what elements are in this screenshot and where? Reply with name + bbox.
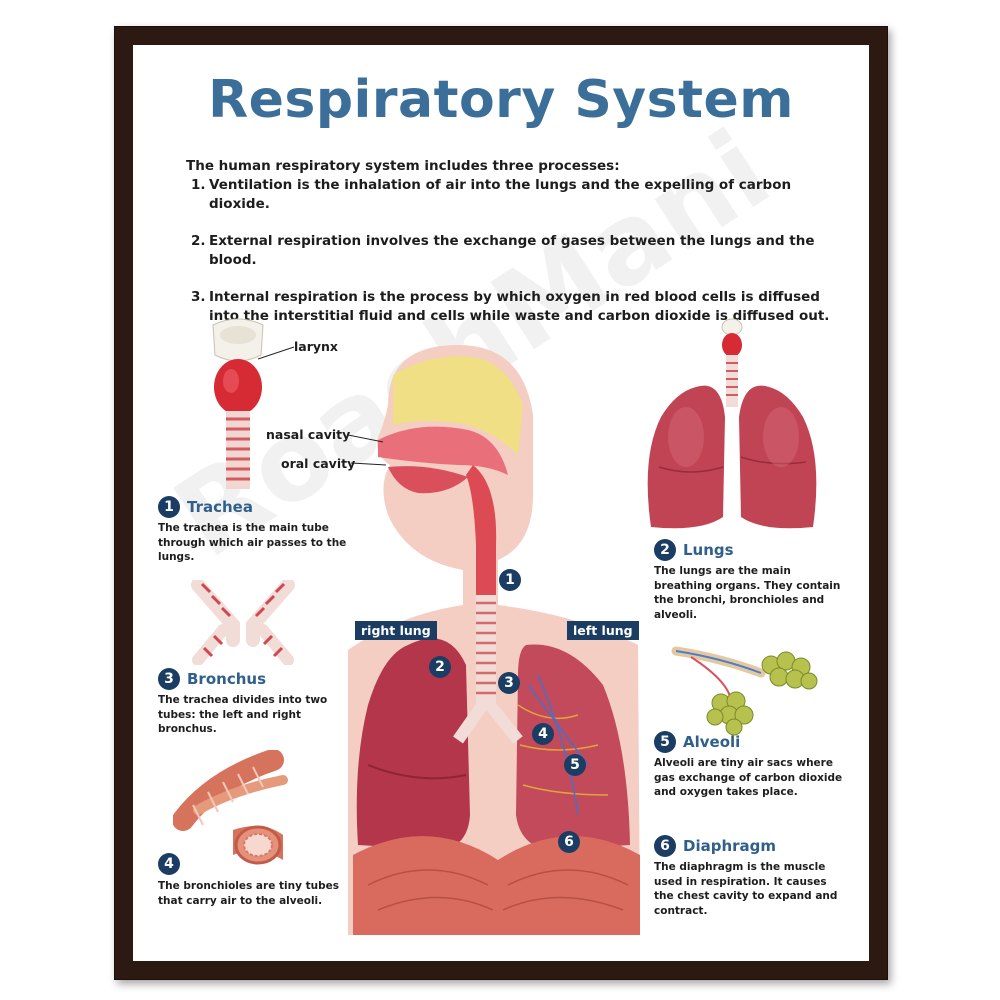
intro-lead: The human respiratory system includes th…: [186, 158, 620, 174]
diaphragm-heading: 6 Diaphragm: [654, 835, 776, 857]
lungs-heading: 2 Lungs: [654, 539, 734, 561]
marker-2: 2: [429, 656, 451, 678]
marker-6: 6: [558, 831, 580, 853]
oral-cavity-pointer: [351, 462, 387, 466]
process-item: 2. External respiration involves the exc…: [191, 233, 815, 268]
trachea-illustration: [212, 318, 264, 489]
marker-3: 3: [498, 672, 520, 694]
marker-5: 5: [564, 754, 586, 776]
bronchioles-heading: 4: [158, 853, 187, 875]
bronchus-illustration: [191, 580, 295, 665]
page-title: Respiratory System: [208, 70, 794, 130]
diaphragm-desc: The diaphragm is the muscle used in resp…: [654, 861, 838, 917]
trachea-heading: 1 Trachea: [158, 496, 253, 518]
process-item: 1. Ventilation is the inhalation of air …: [191, 177, 792, 212]
larynx-label: larynx: [294, 339, 338, 354]
bronchiole-illustration: [173, 750, 288, 865]
alveoli-heading: 5 Alveoli: [654, 731, 740, 753]
marker-1: 1: [499, 569, 521, 591]
alveoli-illustration: [671, 646, 818, 736]
lungs-illustration: [647, 318, 817, 529]
trachea-desc: The trachea is the main tube through whi…: [158, 522, 347, 563]
larynx-pointer: [258, 346, 295, 360]
oral-cavity-label: oral cavity: [281, 456, 356, 471]
nasal-cavity-label: nasal cavity: [266, 427, 351, 442]
poster: RoachMani Respiratory System The human r…: [133, 45, 869, 961]
right-lung-tag: right lung: [355, 621, 437, 640]
bronchus-desc: The trachea divides into two tubes: the …: [158, 694, 328, 735]
intro-text: The human respiratory system includes th…: [186, 157, 846, 326]
nasal-cavity-pointer: [348, 434, 384, 443]
torso-illustration: [348, 345, 640, 935]
alveoli-desc: Alveoli are tiny air sacs where gas exch…: [654, 757, 843, 798]
left-lung-tag: left lung: [567, 621, 639, 640]
lungs-desc: The lungs are the main breathing organs.…: [654, 565, 841, 621]
marker-4: 4: [532, 723, 554, 745]
process-item: 3. Internal respiration is the process b…: [191, 289, 830, 324]
bronchus-heading: 3 Bronchus: [158, 668, 266, 690]
bronchioles-desc: The bronchioles are tiny tubes that carr…: [158, 880, 339, 907]
